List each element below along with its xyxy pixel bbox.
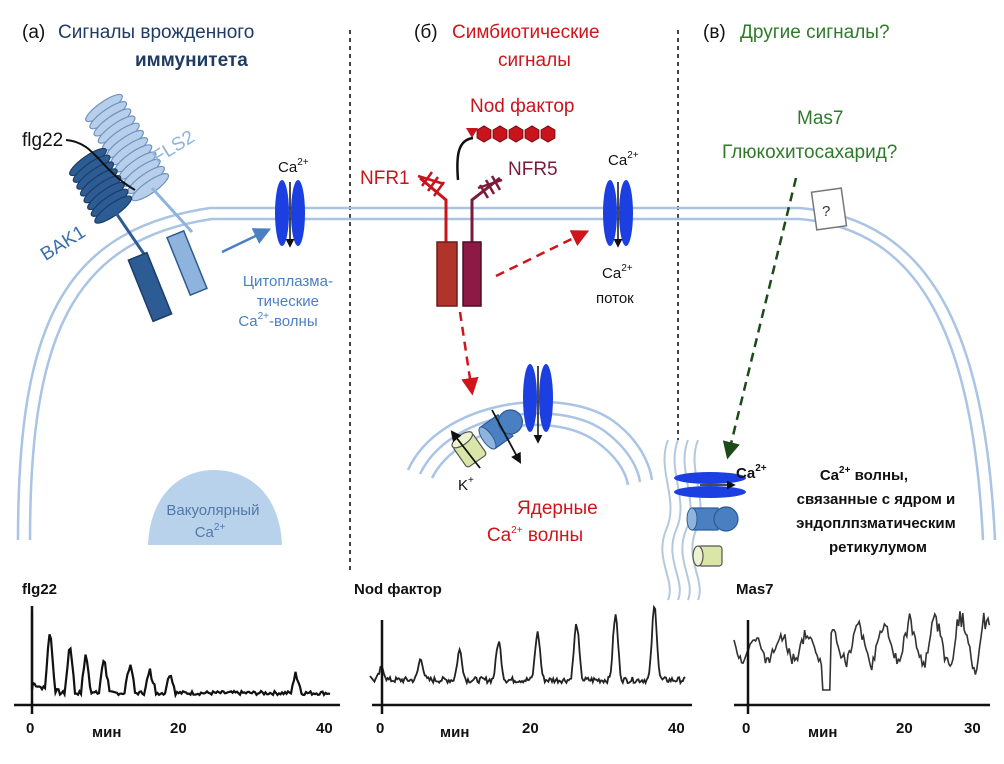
panel-a-title: (а) Сигналы врожденного иммунитета — [22, 22, 260, 71]
tick-label: 30 — [964, 720, 981, 737]
trace-line — [733, 611, 991, 691]
cytoplasmic-waves-label: Цитоплазма- тические Ca2+-волны — [238, 273, 337, 330]
ca-channel-icon — [523, 364, 553, 444]
arrow-to-channel-a — [221, 228, 272, 254]
trace-mas7: Mas7 0 мин 20 30 — [733, 581, 991, 741]
axis-unit: мин — [440, 724, 469, 741]
tick-label: 20 — [170, 720, 187, 737]
bak1-receptor — [69, 147, 173, 323]
nfr1-receptor — [417, 171, 458, 307]
ca-channel-icon — [275, 180, 305, 248]
er-waves-label: Ca2+ волны, связанные с ядром и эндоплпз… — [796, 465, 960, 556]
nfr5-receptor — [462, 175, 503, 307]
nuclear-waves-label: Ядерные Ca2+ волны — [487, 498, 603, 546]
ca-channel-icon — [603, 180, 633, 248]
tick-label: 0 — [742, 720, 750, 737]
panel-b-title: (б) Симбиотические сигналы — [414, 22, 605, 71]
arrow-to-channel-b — [495, 230, 590, 278]
axis-unit: мин — [808, 724, 837, 741]
question-box-icon: ? — [810, 187, 848, 231]
arrow-to-er-c — [722, 177, 798, 460]
nfr5-label: NFR5 — [508, 159, 558, 180]
nod-factor-chain-icon — [466, 125, 556, 143]
tick-label: 20 — [896, 720, 913, 737]
trace-line — [30, 612, 331, 699]
svg-text:?: ? — [822, 203, 830, 220]
k-label: K+ — [458, 475, 474, 494]
nfr1-label: NFR1 — [360, 168, 410, 189]
bak1-label: BAK1 — [37, 222, 89, 266]
trace-line — [369, 604, 686, 686]
fls2-label: FLS2 — [149, 127, 199, 169]
axis-unit: мин — [92, 724, 121, 741]
nod-factor-label: Nod фактор — [470, 96, 574, 117]
k-channel-icon — [692, 545, 723, 567]
ca-flow-label: Ca2+ поток — [596, 258, 637, 307]
panel-c-title: (в) Другие сигналы? — [703, 22, 890, 43]
ca-label-a: Ca2+ — [278, 157, 309, 176]
vacuole — [148, 470, 282, 545]
nod-factor-tail — [456, 136, 474, 181]
trace-label: Mas7 — [736, 581, 774, 598]
mas7-label: Mas7 — [797, 108, 843, 129]
ca-channel-icon — [674, 472, 746, 498]
ca-label-b-top: Ca2+ — [608, 150, 639, 169]
fls2-receptor — [85, 93, 208, 297]
receptor-coil-icon — [69, 147, 133, 224]
arrow-to-nucleus-b — [458, 311, 479, 396]
vacuole-label: Вакуолярный Ca2+ — [166, 502, 263, 541]
trace-nod-factor: Nod фактор 0 мин 20 40 — [354, 581, 692, 741]
plasma-membrane — [16, 206, 997, 541]
receptor-coil-icon — [85, 93, 170, 202]
tick-label: 0 — [26, 720, 34, 737]
flg22-label: flg22 — [22, 130, 63, 151]
trace-label: Nod фактор — [354, 581, 442, 598]
k-channel-icon — [450, 430, 487, 469]
pump-icon — [478, 409, 524, 464]
pump-icon — [686, 506, 739, 532]
glucochito-label: Глюкохитосахарид? — [722, 142, 897, 163]
tick-label: 40 — [316, 720, 333, 737]
tick-label: 0 — [376, 720, 384, 737]
tick-label: 20 — [522, 720, 539, 737]
trace-flg22: flg22 0 мин 20 40 — [14, 581, 340, 741]
flg22-ligand-line — [65, 139, 136, 191]
trace-label: flg22 — [22, 581, 57, 598]
ca-label-c: Ca2+ — [736, 463, 767, 482]
tick-label: 40 — [668, 720, 685, 737]
